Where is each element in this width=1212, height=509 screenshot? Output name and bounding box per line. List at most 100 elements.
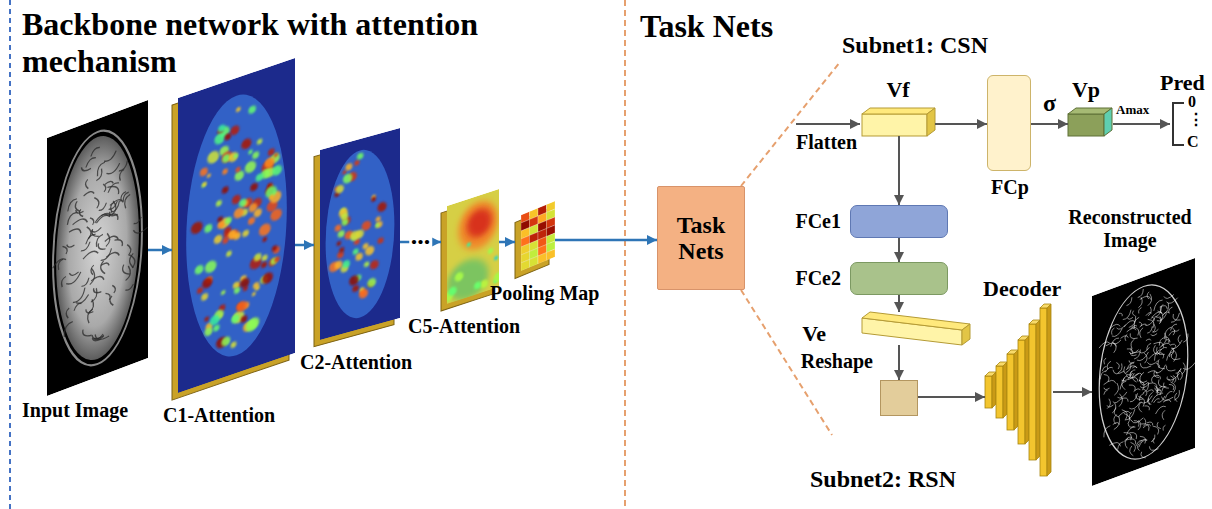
attention-spot — [231, 313, 239, 324]
edge-label: ... — [409, 223, 433, 249]
brain-gyrus — [133, 225, 147, 235]
class-index: 0 — [1188, 93, 1196, 111]
attention-spot — [262, 254, 268, 262]
attention-spot — [217, 220, 224, 229]
brain-gyrus — [110, 198, 124, 207]
attention-spot — [336, 184, 344, 195]
edge-detail — [1112, 403, 1116, 413]
attention-spot — [272, 164, 282, 177]
attention-spot — [226, 250, 232, 257]
brain-gyrus — [101, 260, 105, 275]
decoder-layers — [1025, 336, 1029, 444]
edge-detail — [1113, 366, 1124, 376]
brain-gyrus — [91, 147, 100, 157]
attention-spot — [354, 159, 359, 166]
attention-spot — [228, 229, 237, 241]
attention-spot — [359, 288, 368, 300]
input-image: Input Image — [47, 100, 148, 396]
attention-spot — [378, 237, 384, 245]
edge-detail — [1133, 372, 1137, 383]
edge-detail — [1137, 444, 1139, 452]
attention-spot — [234, 286, 240, 294]
decoder-layers — [1029, 324, 1036, 460]
class-index: C — [1187, 133, 1199, 151]
layer-label: C5-Attention — [408, 315, 520, 338]
brain-edge — [1099, 270, 1188, 474]
edge-detail — [1124, 430, 1132, 443]
flow-arrow — [898, 136, 900, 205]
edge-label: σ — [1043, 90, 1056, 118]
brain-gyrus — [98, 241, 105, 252]
decoder-layers — [992, 372, 996, 408]
heatmap-ground — [178, 58, 295, 393]
feature-vector: Vf — [862, 108, 935, 136]
brain-gyrus — [69, 270, 78, 277]
edge-detail — [1130, 393, 1138, 402]
attention-spot — [341, 212, 348, 221]
edge-detail — [1154, 398, 1160, 403]
attention-map-picture — [314, 128, 400, 347]
image-ground — [47, 100, 148, 396]
attention-spot — [222, 236, 228, 244]
argmax-arrow — [1113, 123, 1170, 125]
attention-spot — [274, 256, 280, 263]
edge-detail — [1178, 335, 1180, 344]
decoder-layers — [1040, 308, 1047, 476]
attention-spot — [349, 274, 359, 286]
decoder-layers — [1003, 362, 1007, 418]
edge-detail — [1165, 335, 1170, 344]
attention-spot — [229, 151, 238, 164]
brain-gyrus — [105, 180, 114, 186]
attention-spot — [221, 335, 230, 347]
attention-spot — [249, 202, 258, 213]
attention-spot — [225, 216, 232, 225]
section-divider — [9, 0, 11, 509]
edge-detail — [1141, 396, 1152, 405]
attention-spot — [363, 242, 369, 249]
attention-map-picture — [178, 58, 295, 393]
brain-gyrus — [96, 168, 102, 180]
flow-arrow — [1031, 123, 1068, 125]
edge-detail — [1131, 345, 1140, 355]
flow-arrow — [898, 345, 900, 380]
attention-spot — [253, 281, 259, 289]
edge-detail — [1147, 292, 1149, 300]
edge-detail — [1163, 425, 1165, 430]
attention-spot — [455, 271, 464, 283]
pooling-cell — [538, 253, 547, 265]
edge-detail — [1171, 380, 1176, 394]
edge-detail — [1154, 369, 1159, 379]
brain-gyrus — [79, 208, 83, 217]
vector-label: Vp — [1072, 77, 1100, 102]
attention-spot — [200, 167, 208, 178]
edge-detail — [1138, 297, 1142, 308]
layer-label: FCe1 — [795, 210, 841, 233]
brain-gyrus — [62, 276, 66, 287]
edge-detail — [1124, 364, 1131, 378]
edge-detail — [1149, 443, 1158, 452]
edge-detail — [1152, 376, 1154, 383]
attention-spot — [447, 253, 489, 304]
edge-detail — [1164, 381, 1169, 390]
edge-detail — [1112, 328, 1115, 335]
brain-gyrus — [107, 163, 120, 175]
vector-bar — [927, 108, 935, 136]
brain-gyrus — [95, 329, 109, 342]
edge-detail — [1134, 317, 1139, 328]
attention-spot — [237, 299, 247, 313]
attention-spot — [337, 241, 342, 247]
brain-gyrus — [83, 326, 92, 338]
attention-spot — [474, 281, 481, 290]
edge-detail — [1167, 376, 1170, 382]
attention-spot — [268, 148, 275, 157]
attention-map: C2-Attention — [314, 128, 400, 348]
attention-spot — [467, 205, 492, 241]
edge-detail — [1140, 323, 1147, 328]
attention-spot — [207, 149, 219, 165]
decoder-stack: Decoder — [985, 304, 1053, 478]
edge-detail — [1169, 383, 1174, 392]
attention-spot — [239, 198, 247, 208]
edge-detail — [1113, 399, 1121, 404]
